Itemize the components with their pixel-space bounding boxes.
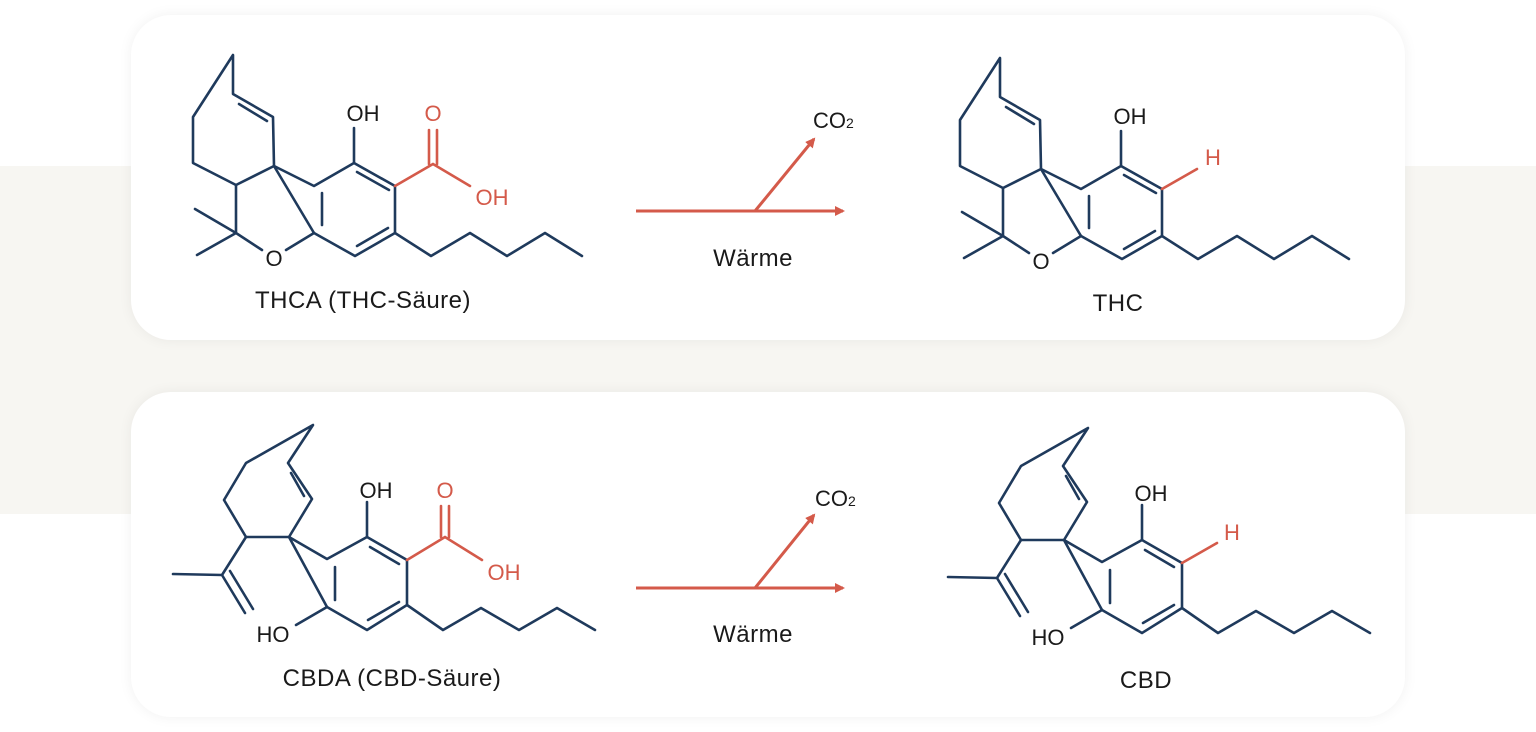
cbd-molecule: H xyxy=(946,426,1372,652)
co2-label: CO2 xyxy=(815,486,856,511)
hydrogen-label: H xyxy=(1224,520,1240,545)
thca-label: THCA (THC-Säure) xyxy=(255,287,471,314)
co2-label: CO2 xyxy=(813,108,854,133)
hydroxyl-label-lower: HO xyxy=(257,622,290,647)
carbonyl-oxygen-label: O xyxy=(424,101,441,126)
cbda-label: CBDA (CBD-Säure) xyxy=(283,665,502,692)
ring-oxygen-label: O xyxy=(265,246,282,271)
cbd-label: CBD xyxy=(1120,667,1172,694)
thc-label: THC xyxy=(1093,290,1144,317)
carbonyl-oxygen-label: O xyxy=(436,478,453,503)
acid-hydroxyl-label: OH xyxy=(488,560,521,585)
cbda-carboxyl-group: O OH xyxy=(405,478,521,585)
cbd-skeleton: OH HO xyxy=(171,423,597,647)
decarboxylation-arrow-2: CO2 Wärme xyxy=(636,486,856,648)
heat-label: Wärme xyxy=(713,245,793,272)
thca-carboxyl-group: O OH xyxy=(393,101,509,210)
hydroxyl-label: OH xyxy=(347,101,380,126)
hydroxyl-label: OH xyxy=(360,478,393,503)
thc-reaction-card xyxy=(131,15,1405,340)
acid-hydroxyl-label: OH xyxy=(476,185,509,210)
decarboxylation-arrow-1: CO2 Wärme xyxy=(636,108,854,272)
heat-label: Wärme xyxy=(713,621,793,648)
hydrogen-label: H xyxy=(1205,145,1221,170)
thc-skeleton: O OH xyxy=(191,53,584,271)
thc-molecule: H xyxy=(958,56,1351,276)
cbd-reaction-card xyxy=(131,392,1405,717)
